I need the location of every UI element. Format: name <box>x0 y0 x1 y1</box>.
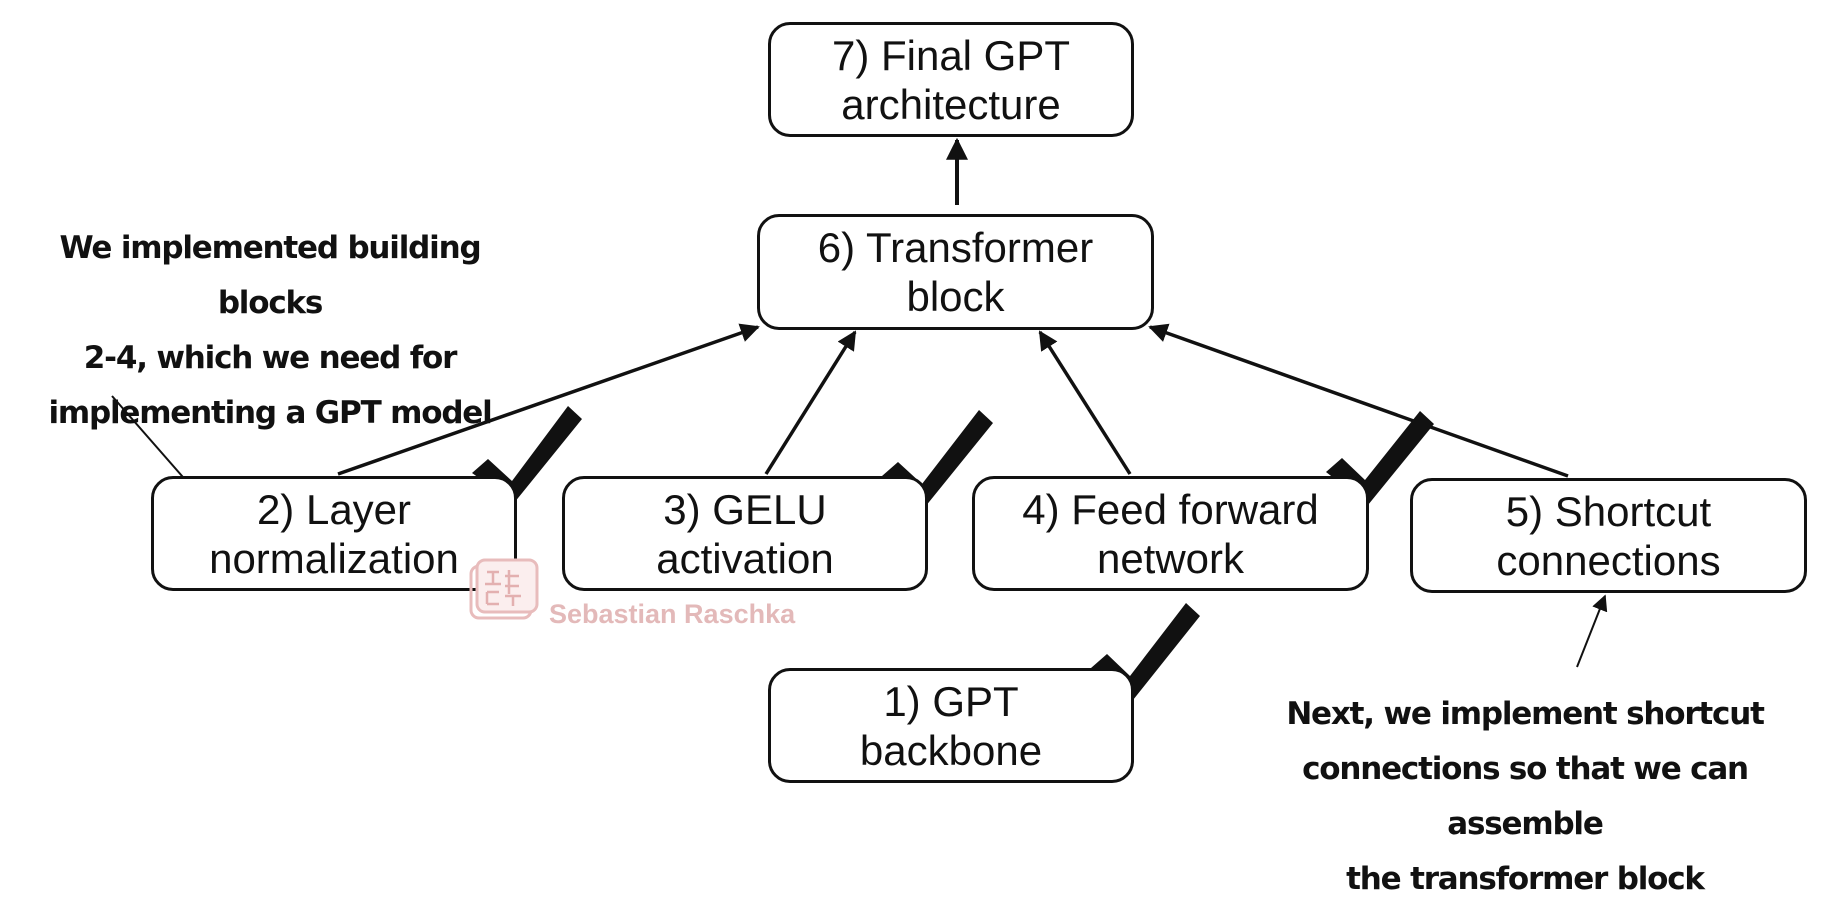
transformer-block-label: 6) Transformer block <box>817 224 1094 320</box>
feed-forward-network-label: 4) Feed forward network <box>1022 485 1319 582</box>
seal-icon <box>469 558 539 620</box>
arrow-layernorm-to-transformer <box>337 323 760 476</box>
shortcut-connections-label: 5) Shortcut connections <box>1496 487 1721 584</box>
layer-normalization-label: 2) Layer normalization <box>209 485 459 582</box>
arrow-gelu-to-transformer <box>764 330 857 475</box>
layer-normalization-box: 2) Layer normalization <box>151 476 517 591</box>
next-step-note: Next, we implement shortcut connections … <box>1286 696 1765 897</box>
final-gpt-architecture-label: 7) Final GPT architecture <box>831 31 1071 128</box>
pointer-next-note <box>1576 594 1608 668</box>
transformer-block-box: 6) Transformer block <box>757 214 1154 330</box>
implemented-blocks-note: We implemented building blocks 2-4, whic… <box>48 230 492 431</box>
gelu-activation-label: 3) GELU activation <box>656 485 834 582</box>
final-gpt-architecture-box: 7) Final GPT architecture <box>768 22 1134 137</box>
gpt-backbone-box: 1) GPT backbone <box>768 668 1134 783</box>
arrow-feedforward-to-transformer <box>1038 330 1132 475</box>
arrow-shortcut-to-transformer <box>1148 323 1569 478</box>
gelu-activation-box: 3) GELU activation <box>562 476 928 591</box>
watermark-text: Sebastian Raschka <box>549 599 796 629</box>
gpt-architecture-diagram: 7) Final GPT architecture 6) Transformer… <box>48 22 1807 897</box>
feed-forward-network-box: 4) Feed forward network <box>972 476 1369 591</box>
gpt-backbone-label: 1) GPT backbone <box>859 677 1043 774</box>
shortcut-connections-box: 5) Shortcut connections <box>1410 478 1807 593</box>
